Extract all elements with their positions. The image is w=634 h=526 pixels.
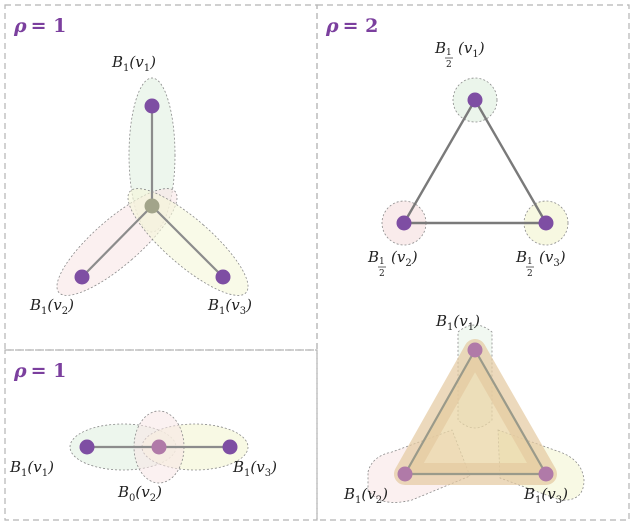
label-ball-half-v3-den: 2 xyxy=(527,269,533,279)
triangle-edges xyxy=(402,98,548,225)
label-ball-v3: B1(v3) xyxy=(207,296,252,317)
triangle-hull xyxy=(394,339,557,485)
panel-frame-bottom-left xyxy=(4,349,318,521)
vertex-v1 xyxy=(467,92,483,108)
label-ball-half-v3: B(v3) 1 2 xyxy=(515,248,566,279)
panel-bottom-left: ρ= 1 B1(v1) B0(v2) B1(v3) xyxy=(9,360,277,504)
vertex-v2 xyxy=(151,439,167,455)
triangle-top: B(v1) 1 2 B(v2) 1 2 B(v3) 1 xyxy=(367,39,569,279)
panel-frame-right xyxy=(316,4,630,521)
label-ball-v1: B1(v1) xyxy=(9,458,54,479)
panel-right-title: ρ= 2 xyxy=(325,15,378,37)
label-ball-half-v1-num: 1 xyxy=(446,48,452,58)
label-ball-v3: B1(v3) xyxy=(523,485,568,506)
triangle-edges xyxy=(403,348,548,476)
vertex-center xyxy=(144,198,160,214)
vertex-v1 xyxy=(79,439,95,455)
label-ball-half-v3-num: 1 xyxy=(527,257,533,267)
edge-v3-center xyxy=(151,205,224,278)
label-ball-half-v1-main: B(v1) xyxy=(434,39,485,60)
label-ball-v2: B1(v2) xyxy=(343,485,388,506)
label-ball-half-v1: B(v1) 1 2 xyxy=(434,39,485,70)
vertex-v1 xyxy=(467,342,483,358)
vertex-v3 xyxy=(538,215,554,231)
label-ball-v3: B1(v3) xyxy=(232,458,277,479)
label-ball-half-v2-den: 2 xyxy=(379,269,385,279)
label-ball-v2: B0(v2) xyxy=(117,483,162,504)
vertex-v3 xyxy=(538,466,554,482)
label-ball-v2: B1(v2) xyxy=(29,296,74,317)
panel-top-left: ρ= 1 B1(v1) B1(v2) B1(v3) xyxy=(13,15,252,317)
label-ball-v1: B1(v1) xyxy=(435,312,480,333)
vertex-v2 xyxy=(74,269,90,285)
edge-v2-center xyxy=(81,205,153,278)
panel-bottom-left-title: ρ= 1 xyxy=(13,360,66,382)
label-ball-half-v1-den: 2 xyxy=(446,60,452,70)
vertex-v1 xyxy=(144,98,160,114)
panel-top-left-title: ρ= 1 xyxy=(13,15,66,37)
label-ball-half-v2-num: 1 xyxy=(379,257,385,267)
label-ball-half-v2: B(v2) 1 2 xyxy=(367,248,418,279)
label-ball-half-v3-main: B(v3) xyxy=(515,248,566,269)
label-ball-half-v2-main: B(v2) xyxy=(367,248,418,269)
vertex-v3 xyxy=(222,439,238,455)
vertex-v2 xyxy=(397,466,413,482)
label-ball-v1: B1(v1) xyxy=(111,53,156,74)
vertex-v3 xyxy=(215,269,231,285)
panel-right: ρ= 2 B(v1) 1 2 B(v2) xyxy=(325,15,585,506)
triangle-bottom: B1(v1) B1(v2) B1(v3) xyxy=(343,312,585,506)
vertex-v2 xyxy=(396,215,412,231)
